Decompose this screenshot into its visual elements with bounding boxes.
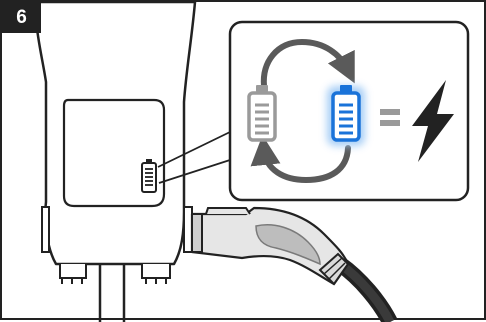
equals-icon <box>380 109 400 126</box>
battery-icon <box>327 85 365 146</box>
battery-icon <box>141 159 157 193</box>
step-number-badge: 6 <box>2 2 41 33</box>
battery-icon <box>247 85 277 142</box>
charging-station <box>34 2 197 322</box>
charge-connector-icon <box>190 206 398 322</box>
charging-status-callout <box>228 20 470 202</box>
lightning-bolt-icon <box>412 80 454 162</box>
cycle-arrows-icon <box>250 38 355 184</box>
callout-pointer <box>157 131 231 184</box>
